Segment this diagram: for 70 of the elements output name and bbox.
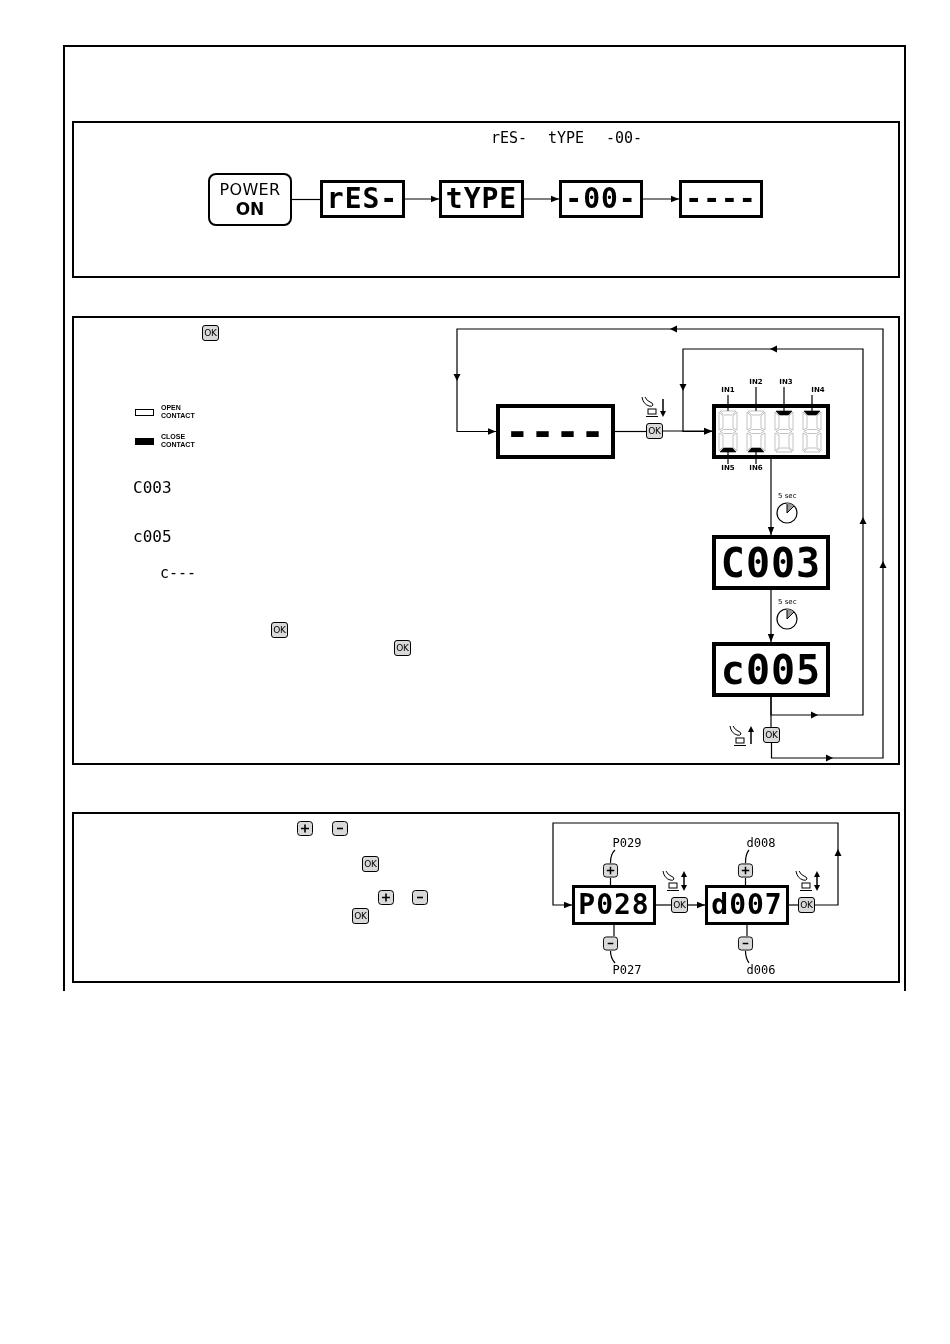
connector-line [770, 696, 772, 728]
ok-key: OK [671, 897, 688, 913]
display-code-label: P029 [611, 836, 643, 850]
minus-key-icon [603, 936, 618, 951]
display-code-text: rES- [491, 130, 528, 147]
ok-key: OK [352, 908, 369, 924]
display-code-label: d006 [745, 963, 777, 977]
arrow [767, 589, 775, 643]
arrow [523, 195, 560, 203]
lcd-display [572, 885, 656, 925]
connector-line [655, 904, 672, 906]
connector-line [788, 904, 799, 906]
connector-line [744, 877, 747, 886]
plus-key-icon [603, 863, 618, 878]
ok-key: OK [271, 622, 288, 638]
lcd-display [679, 180, 763, 218]
leader-line [744, 950, 750, 964]
power-label: POWER [219, 180, 281, 199]
display-readout: -00- [565, 185, 637, 213]
arrow [687, 901, 706, 909]
display-readout: ---- [505, 411, 606, 452]
arrow [662, 427, 713, 435]
leader-line [609, 950, 616, 964]
plus-key-icon [738, 863, 753, 878]
connector-line [613, 924, 615, 937]
display-code-text: -00- [606, 130, 643, 147]
arrow [456, 328, 884, 759]
arrow [642, 195, 680, 203]
display-code-label: d008 [745, 836, 777, 850]
display-code-text: c005 [133, 528, 172, 546]
ok-key: OK [798, 897, 815, 913]
display-code-text: c--- [160, 565, 197, 582]
display-code-text: tYPE [548, 130, 585, 147]
power-on-box [208, 173, 292, 226]
instruction-panel [72, 121, 900, 278]
connector-line [609, 877, 612, 886]
instruction-panel [72, 812, 900, 983]
arrow [767, 458, 775, 536]
lcd-display [712, 535, 830, 590]
display-code-label: P027 [611, 963, 643, 977]
display-readout: tYPE [445, 185, 518, 213]
on-label: ON [235, 199, 265, 219]
display-readout: rES- [326, 185, 399, 213]
arrow [404, 195, 440, 203]
leader-line [609, 849, 616, 864]
minus-key-icon [738, 936, 753, 951]
display-readout: C003 [720, 542, 822, 583]
arrow [552, 822, 839, 909]
display-readout: ---- [685, 185, 757, 213]
connector-line [291, 198, 321, 201]
ok-key: OK [362, 856, 379, 872]
display-readout: d007 [711, 891, 783, 919]
arrow [682, 348, 864, 716]
leader-line [744, 849, 750, 864]
lcd-display [705, 885, 789, 925]
ok-key: OK [763, 727, 780, 743]
display-readout: P028 [578, 891, 650, 919]
connector-line [746, 924, 748, 937]
instruction-panel [72, 316, 900, 765]
ok-key: OK [202, 325, 219, 341]
lcd-display [496, 404, 615, 459]
lcd-display [320, 180, 405, 218]
connector-line [614, 430, 647, 433]
lcd-display [559, 180, 643, 218]
ok-key: OK [646, 423, 663, 439]
display-readout: c005 [720, 649, 822, 690]
lcd-display [439, 180, 524, 218]
display-code-text: C003 [133, 479, 172, 497]
ok-key: OK [394, 640, 411, 656]
lcd-display [712, 642, 830, 697]
